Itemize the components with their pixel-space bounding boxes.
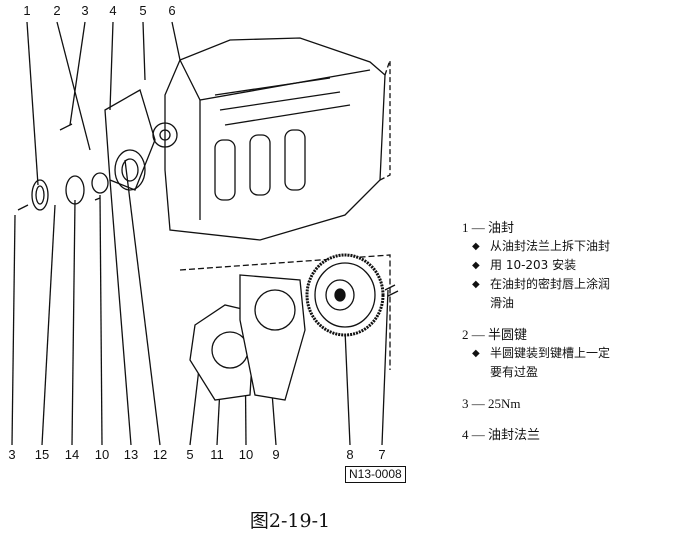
legend-item-1-title: 1 — 油封: [462, 220, 515, 235]
callout-bottom-5: 5: [186, 447, 194, 462]
callout-bottom-3: 3: [8, 447, 16, 462]
callout-bottom-15: 15: [34, 447, 50, 462]
legend-item-4-title: 4 — 油封法兰: [462, 427, 541, 442]
callout-bottom-10b: 10: [238, 447, 254, 462]
reference-code: N13-0008: [345, 466, 406, 483]
legend-item-2-title: 2 — 半圆键: [462, 327, 528, 342]
figure-caption: 图2-19-1: [249, 510, 331, 532]
rear-plates: [179, 254, 391, 401]
engine-block: [152, 37, 391, 241]
callout-bottom-9: 9: [272, 447, 280, 462]
front-seal-parts: [17, 89, 156, 211]
legend-item-1-bullet: 从油封法兰上拆下油封: [462, 237, 610, 256]
legend-item-1-bullet: 用 10-203 安装: [462, 256, 610, 275]
callout-bottom-8: 8: [346, 447, 354, 462]
callout-bottom-11: 11: [210, 447, 224, 462]
callout-top-3: 3: [81, 3, 89, 18]
flywheel: [305, 253, 399, 337]
legend-item-2-bullet: 半圆键装到键槽上一定: [462, 344, 610, 363]
legend-item-2-continuation: 要有过盈: [490, 365, 539, 379]
callout-bottom-7: 7: [378, 447, 386, 462]
legend-item-1-bullet: 在油封的密封唇上涂润: [462, 275, 610, 294]
callout-bottom-14: 14: [64, 447, 80, 462]
legend-item-1-continuation: 滑油: [490, 296, 515, 310]
callout-top-4: 4: [109, 3, 117, 18]
callout-bottom-10: 10: [94, 447, 110, 462]
parts-legend: 1 — 油封 从油封法兰上拆下油封 用 10-203 安装 在油封的密封唇上涂润…: [462, 218, 610, 444]
callout-bottom-13: 13: [123, 447, 139, 462]
callout-top-2: 2: [53, 3, 61, 18]
callout-top-6: 6: [168, 3, 176, 18]
callout-bottom-12: 12: [152, 447, 168, 462]
callout-top-5: 5: [139, 3, 147, 18]
callout-top-1: 1: [23, 3, 31, 18]
legend-item-3-title: 3 — 25Nm: [462, 396, 521, 411]
